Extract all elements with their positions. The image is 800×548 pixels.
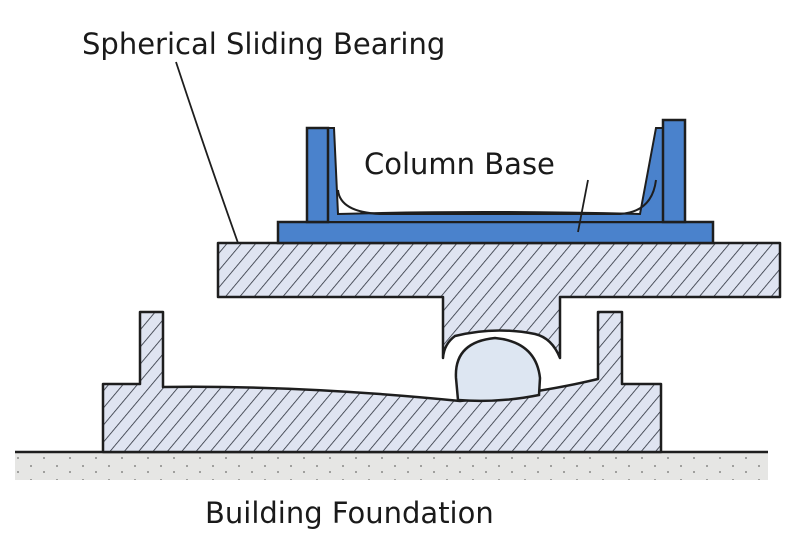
spherical-slider: [454, 336, 542, 403]
column-right-web: [661, 118, 687, 224]
foundation-label: Building Foundation: [205, 496, 494, 530]
upper-plate: [216, 241, 782, 360]
bearing-label: Spherical Sliding Bearing: [82, 27, 445, 61]
column-base-label: Column Base: [364, 147, 555, 181]
column-base-leader-line: [577, 179, 589, 233]
column-base-flange: [327, 127, 664, 223]
bearing-leader-line: [175, 61, 239, 244]
column-left-web: [305, 126, 330, 224]
foundation-ground: [15, 452, 768, 480]
column-base-inner-curve: [337, 179, 657, 215]
lower-plate: [101, 310, 663, 454]
column-base-plate: [276, 220, 715, 245]
